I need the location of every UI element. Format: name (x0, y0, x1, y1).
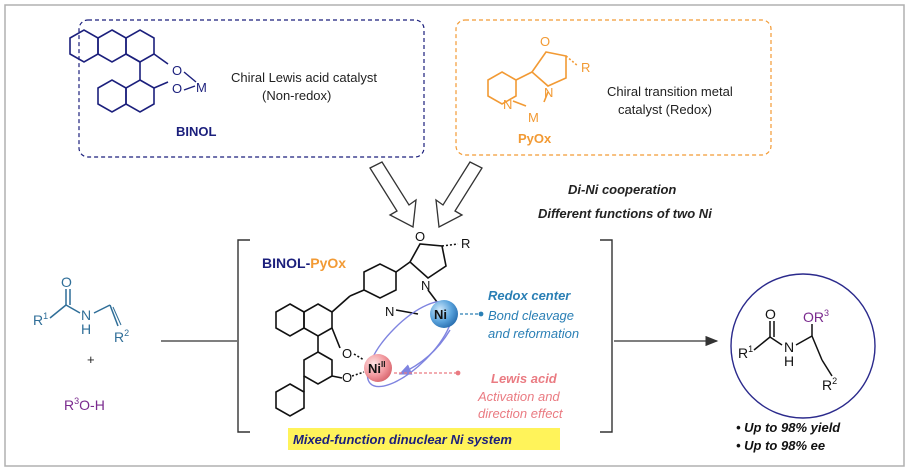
binol-o-m-bond-2 (183, 85, 196, 91)
ni-redox-sphere (430, 300, 458, 328)
product-r2: R2 (822, 376, 837, 393)
binol-o2: O (172, 81, 182, 96)
outer-frame (4, 4, 905, 467)
lewis-line1: Activation and (477, 389, 560, 404)
yield-bullet: • Up to 98% yield (736, 420, 841, 435)
reactant-n: N (81, 307, 91, 323)
redox-line2: and reformation (488, 326, 579, 341)
reactants: O R1 N H R2 + R3O-H (33, 274, 129, 413)
reactant-o: O (61, 274, 72, 290)
reactant-r1: R1 (33, 311, 48, 328)
product-or3: OR3 (803, 308, 829, 325)
pyox-desc-line1: Chiral transition metal (607, 84, 733, 99)
pyox-desc-line2: catalyst (Redox) (618, 102, 712, 117)
pyox-m: M (528, 110, 539, 125)
binol-desc-line2: (Non-redox) (262, 88, 331, 103)
pyox-structure (487, 51, 579, 107)
merge-arrows (369, 161, 483, 229)
ellipse-arrow-down (398, 329, 451, 375)
product-structure (753, 321, 833, 377)
binol-o1: O (172, 63, 182, 78)
binol-panel: O O M BINOL Chiral Lewis acid catalyst (… (69, 19, 425, 158)
lewis-line2: direction effect (478, 406, 564, 421)
footer-highlight (288, 428, 560, 450)
redox-line1: Bond cleavage (488, 308, 574, 323)
left-bracket (237, 239, 250, 433)
binol-desc-line1: Chiral Lewis acid catalyst (231, 70, 377, 85)
lewis-title: Lewis acid (491, 371, 558, 386)
ni-lewis-sphere (364, 354, 392, 382)
complex-n-py: N (385, 304, 394, 319)
lewis-leader-dot (455, 370, 461, 376)
reactant-h: H (81, 321, 91, 337)
reactant-r2: R2 (114, 328, 129, 345)
hollow-arrow-left (369, 161, 417, 229)
ni-redox-label: Ni (434, 307, 447, 322)
plus-sign: + (87, 352, 95, 367)
pyox-r: R (581, 60, 590, 75)
complex-structure (275, 243, 459, 417)
binol-o-m-bond (183, 71, 197, 83)
pyox-n-py: N (503, 97, 512, 112)
complex-n-ring: N (421, 278, 430, 293)
binol-name: BINOL (176, 124, 217, 139)
alcohol-reactant: R3O-H (64, 396, 105, 413)
cooperation-line2: Different functions of two Ni (538, 206, 712, 221)
pyox-name: PyOx (518, 131, 552, 146)
product-n: N (784, 339, 794, 355)
product-circle (730, 273, 876, 419)
ee-bullet: • Up to 98% ee (736, 438, 825, 453)
complex-title: BINOL-PyOx (262, 255, 346, 271)
hollow-arrow-right (435, 161, 483, 229)
pyox-o: O (540, 34, 550, 49)
complex-panel: BINOL-PyOx (237, 229, 613, 450)
binol-structure (69, 29, 169, 113)
right-bracket (600, 239, 613, 433)
binol-box (78, 19, 425, 158)
pyox-n-ring: N (544, 85, 553, 100)
binol-m: M (196, 80, 207, 95)
redox-title: Redox center (488, 288, 571, 303)
cooperation-line1: Di-Ni cooperation (568, 182, 676, 197)
complex-footer: Mixed-function dinuclear Ni system (293, 432, 512, 447)
ni-lewis-label: NiII (368, 360, 385, 376)
redox-leader-dot (478, 311, 484, 317)
product-panel: O R1 N H OR3 R2 • Up to 98% yield • Up t… (730, 273, 876, 453)
complex-o-ring: O (415, 229, 425, 244)
complex-o2: O (342, 370, 352, 385)
complex-o1: O (342, 346, 352, 361)
product-h: H (784, 353, 794, 369)
pyox-panel: O N N M R PyOx Chiral transition metal c… (455, 19, 772, 156)
complex-r: R (461, 236, 470, 251)
product-r1: R1 (738, 344, 753, 361)
pyox-box (455, 19, 772, 156)
product-o: O (765, 306, 776, 322)
